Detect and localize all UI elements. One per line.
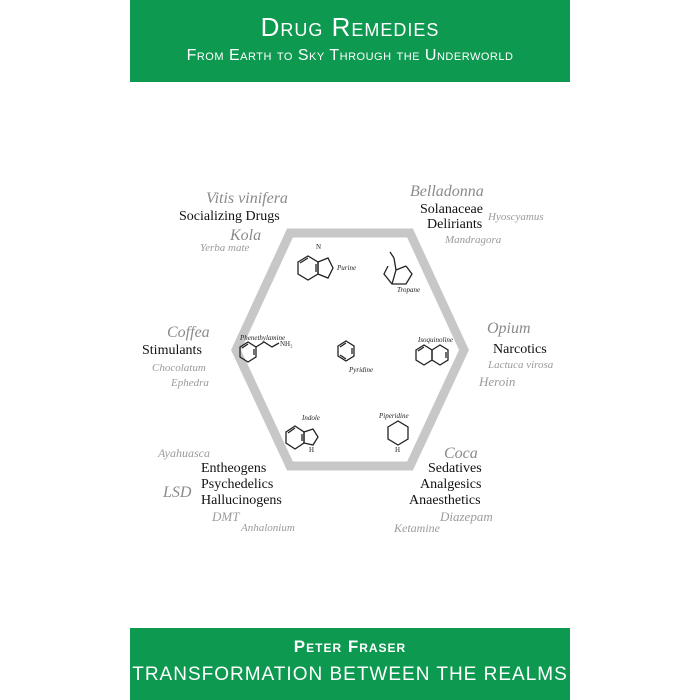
deliriants-label: Deliriants bbox=[427, 217, 483, 232]
chocolatum-label: Chocolatum bbox=[152, 362, 206, 374]
tropane-label: Tropane bbox=[397, 286, 421, 294]
indole-h-label: H bbox=[309, 446, 315, 454]
pyridine-label: Pyridine bbox=[349, 366, 374, 374]
indole-label: Indole bbox=[302, 414, 320, 422]
ayahuasca-label: Ayahuasca bbox=[158, 446, 210, 460]
isoquinoline-structure bbox=[415, 344, 449, 366]
purine-label: Purine bbox=[337, 264, 357, 272]
tropane-structure bbox=[383, 251, 413, 285]
ketamine-label: Ketamine bbox=[394, 521, 440, 535]
mandragora-label: Mandragora bbox=[445, 234, 502, 246]
piperidine-structure bbox=[387, 420, 409, 446]
anaesthetics-label: Anaesthetics bbox=[409, 493, 481, 508]
coffea-label: Coffea bbox=[167, 324, 210, 341]
opium-label: Opium bbox=[487, 320, 531, 337]
diazepam-label: Diazepam bbox=[440, 509, 493, 524]
anhalonium-label: Anhalonium bbox=[241, 522, 295, 534]
hyoscyamus-label: Hyoscyamus bbox=[488, 211, 544, 223]
book-cover: Drug Remedies From Earth to Sky Through … bbox=[130, 0, 570, 700]
analgesics-label: Analgesics bbox=[420, 477, 482, 492]
hexagon-diagram bbox=[231, 228, 469, 471]
phenethylamine-structure bbox=[239, 341, 280, 363]
book-title: Drug Remedies bbox=[260, 12, 440, 42]
dmt-label: DMT bbox=[212, 509, 240, 524]
purine-nh-label: N bbox=[316, 243, 322, 251]
socializing-drugs-label: Socializing Drugs bbox=[179, 209, 280, 224]
psychedelics-label: Psychedelics bbox=[201, 477, 274, 492]
narcotics-label: Narcotics bbox=[493, 342, 547, 357]
hallucinogens-label: Hallucinogens bbox=[201, 493, 282, 508]
author-name: Peter Fraser bbox=[293, 637, 407, 656]
solanaceae-label: Solanaceae bbox=[420, 202, 483, 217]
piperidine-label: Piperidine bbox=[379, 412, 409, 420]
sedatives-label: Sedatives bbox=[428, 461, 482, 476]
isoquinoline-label: Isoquinoline bbox=[418, 336, 453, 344]
kola-label: Kola bbox=[230, 227, 262, 244]
hexagon-frame bbox=[231, 228, 469, 471]
nh2-label: NH₂ bbox=[280, 340, 293, 348]
vitis-vinifera-label: Vitis vinifera bbox=[206, 190, 288, 207]
yerba-mate-label: Yerba mate bbox=[200, 242, 250, 254]
title-band: Drug Remedies From Earth to Sky Through … bbox=[130, 0, 570, 82]
lactuca-virosa-label: Lactuca virosa bbox=[488, 359, 554, 371]
stimulants-label: Stimulants bbox=[142, 343, 202, 358]
phenethylamine-label: Phenethylamine bbox=[240, 334, 286, 342]
belladonna-label: Belladonna bbox=[410, 183, 484, 200]
heroin-label: Heroin bbox=[479, 374, 516, 389]
piperidine-h-label: H bbox=[395, 446, 401, 454]
book-subtitle: From Earth to Sky Through the Underworld bbox=[186, 47, 514, 64]
ephedra-label: Ephedra bbox=[171, 377, 209, 389]
series-title: TRANSFORMATION BETWEEN THE REALMS bbox=[132, 664, 568, 685]
purine-structure bbox=[297, 255, 334, 281]
author-band: Peter Fraser TRANSFORMATION BETWEEN THE … bbox=[130, 628, 570, 700]
coca-label: Coca bbox=[444, 445, 478, 462]
entheogens-label: Entheogens bbox=[201, 461, 267, 476]
lsd-label: LSD bbox=[163, 484, 192, 501]
indole-structure bbox=[285, 425, 319, 450]
pyridine-structure bbox=[337, 340, 355, 362]
